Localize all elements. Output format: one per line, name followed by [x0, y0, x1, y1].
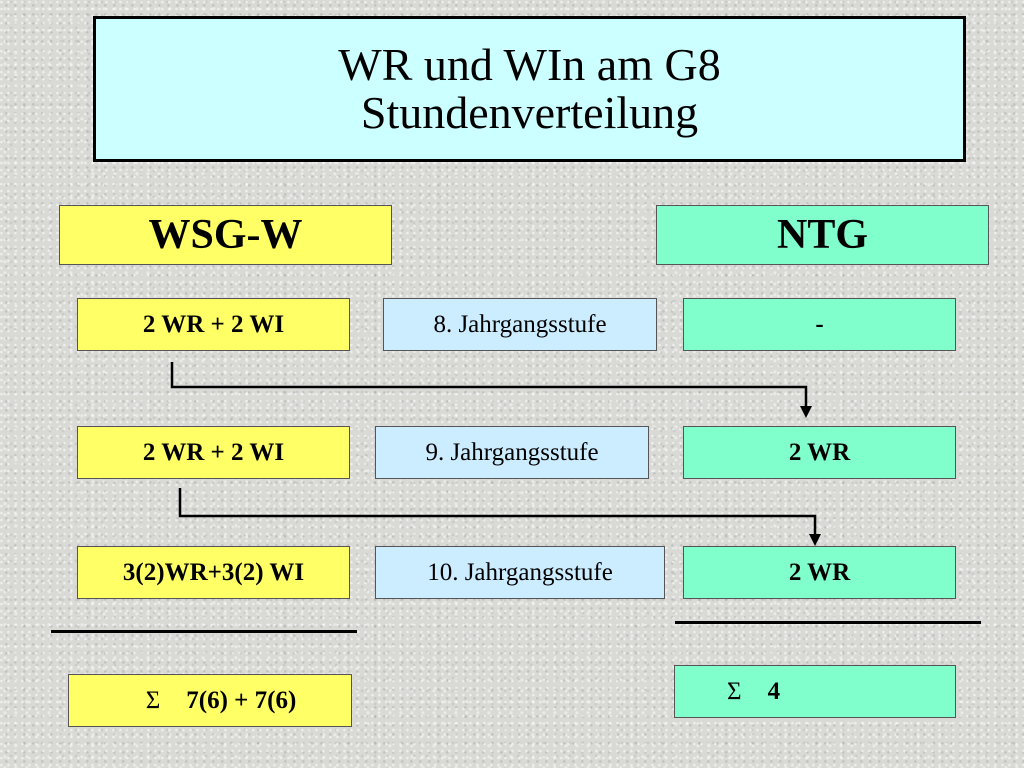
wsg-sum-rule: [51, 630, 357, 633]
ntg-grade-9-hours: 2 WR: [683, 426, 956, 479]
wsg-total-value: 7(6) + 7(6): [186, 686, 297, 714]
grade-8-label: 8. Jahrgangsstufe: [383, 298, 657, 351]
ntg-grade-10-hours: 2 WR: [683, 546, 956, 599]
ntg-total: Σ 4: [674, 665, 956, 718]
wsg-grade-10-hours: 3(2)WR+3(2) WI: [77, 546, 350, 599]
arrow-grade-9-to-10: [178, 488, 817, 536]
wsg-grade-9-hours: 2 WR + 2 WI: [77, 426, 350, 479]
ntg-total-value: 4: [767, 677, 781, 705]
wsg-total: Σ 7(6) + 7(6): [68, 674, 352, 727]
arrowhead-grade-10: [809, 534, 821, 546]
wsg-grade-8-hours: 2 WR + 2 WI: [77, 298, 350, 351]
sigma-symbol: Σ: [145, 686, 161, 714]
arrowhead-grade-9: [800, 406, 812, 418]
grade-10-label: 10. Jahrgangsstufe: [375, 546, 665, 599]
wsg-w-header: WSG-W: [59, 205, 392, 265]
title-box: WR und WIn am G8 Stundenverteilung: [93, 16, 966, 162]
grade-9-label: 9. Jahrgangsstufe: [375, 426, 649, 479]
title-line-1: WR und WIn am G8: [338, 39, 721, 90]
sigma-symbol: Σ: [727, 677, 742, 705]
title-line-2: Stundenverteilung: [360, 87, 699, 138]
ntg-sum-rule: [675, 621, 981, 624]
ntg-grade-8-hours: -: [683, 298, 956, 351]
arrow-grade-8-to-9: [170, 362, 808, 408]
ntg-header: NTG: [656, 205, 989, 265]
